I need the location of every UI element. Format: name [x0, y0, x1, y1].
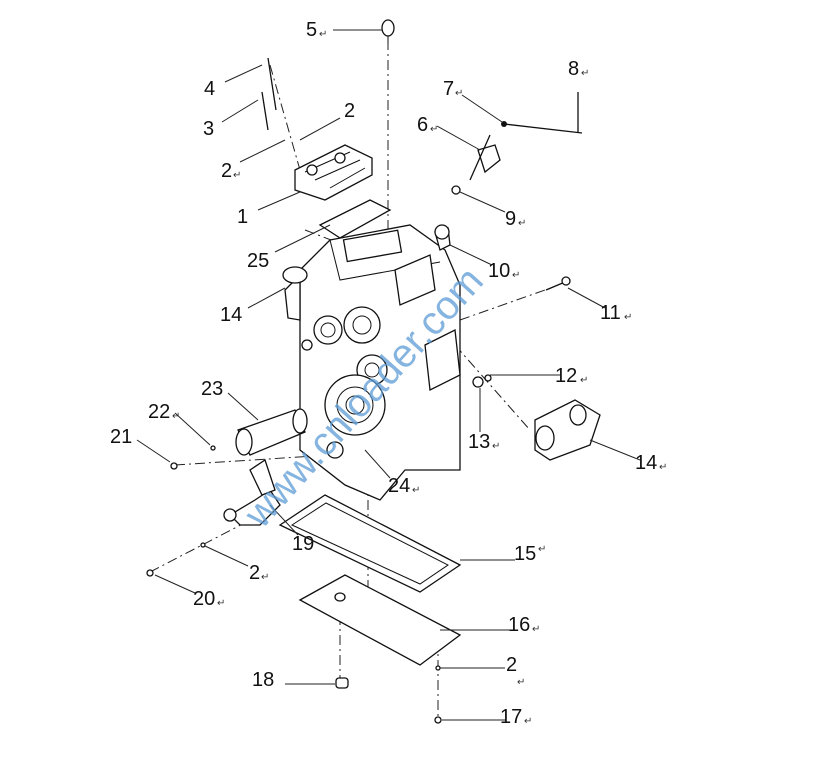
- axis-line: [174, 454, 331, 466]
- leader-lines: [136, 29, 641, 721]
- return-mark: ↵: [624, 312, 632, 323]
- return-mark: ↵: [217, 598, 225, 609]
- drain-plug-18: [335, 677, 349, 689]
- return-mark: ↵: [172, 411, 180, 422]
- eye-bolt: [381, 19, 395, 44]
- callout-2: 2: [344, 100, 355, 122]
- callout-9: 9: [505, 208, 516, 230]
- bolt-11: [545, 276, 571, 291]
- return-mark: ↵: [261, 572, 269, 583]
- callout-19: 19: [292, 533, 314, 555]
- return-mark: ↵: [524, 716, 532, 727]
- return-mark: ↵: [492, 441, 500, 452]
- return-marks: ↵ ↵ ↵ ↵ ↵ ↵ ↵ ↵ ↵ ↵ ↵ ↵ ↵ ↵ ↵ ↵ ↵ ↵ ↵: [172, 29, 667, 727]
- axis-line: [454, 344, 531, 431]
- callout-20: 20: [193, 588, 215, 610]
- return-mark: ↵: [455, 88, 463, 99]
- return-mark: ↵: [412, 485, 420, 496]
- return-mark: ↵: [538, 544, 546, 555]
- callout-2: 2: [506, 654, 517, 676]
- bracket-14: [534, 399, 601, 461]
- oil-pan-16: [298, 574, 462, 666]
- callout-16: 16: [508, 614, 530, 636]
- return-mark: ↵: [659, 462, 667, 473]
- return-mark: ↵: [580, 375, 588, 386]
- filter-23: [235, 408, 308, 456]
- callout-22: 22: [148, 401, 170, 423]
- callout-10: 10: [488, 260, 510, 282]
- callout-8: 8: [568, 58, 579, 80]
- callout-23: 23: [201, 378, 223, 400]
- callout-25: 25: [247, 250, 269, 272]
- return-mark: ↵: [532, 624, 540, 635]
- callout-5: 5: [306, 19, 317, 41]
- return-mark: ↵: [319, 29, 327, 40]
- small-bolts: [146, 445, 442, 724]
- bolt-13: [472, 374, 492, 388]
- gasket-15: [278, 494, 462, 593]
- callout-1: 1: [237, 206, 248, 228]
- callout-labels: 5 4 3 2 2 1 25 7 8 6 9 10 11 14 12 23 22…: [110, 19, 657, 728]
- return-mark: ↵: [430, 124, 438, 135]
- callout-13: 13: [468, 431, 490, 453]
- callout-2: 2: [249, 562, 260, 584]
- callout-7: 7: [443, 78, 454, 100]
- control-valve: [294, 144, 373, 201]
- axis-line: [269, 64, 301, 171]
- shift-fork-19: [223, 458, 281, 526]
- callout-24: 24: [388, 475, 410, 497]
- return-mark: ↵: [517, 677, 525, 688]
- gasket-25: [318, 199, 392, 239]
- return-mark: ↵: [518, 218, 526, 229]
- callout-4: 4: [204, 78, 215, 100]
- bolts-4-3: [261, 57, 277, 131]
- callout-14: 14: [220, 304, 242, 326]
- return-mark: ↵: [233, 170, 241, 181]
- return-mark: ↵: [512, 270, 520, 281]
- callout-3: 3: [203, 118, 214, 140]
- callout-14: 14: [635, 452, 657, 474]
- axis-line: [459, 289, 546, 321]
- callout-15: 15: [514, 543, 536, 565]
- return-mark: ↵: [581, 68, 589, 79]
- callout-6: 6: [417, 114, 428, 136]
- callout-18: 18: [252, 669, 274, 691]
- callout-17: 17: [500, 706, 522, 728]
- callout-2: 2: [221, 160, 232, 182]
- callout-12: 12: [555, 365, 577, 387]
- housing: [282, 224, 461, 501]
- linkage-6-7-8-9: [451, 92, 583, 195]
- callout-21: 21: [110, 426, 132, 448]
- callout-11: 11: [600, 302, 621, 324]
